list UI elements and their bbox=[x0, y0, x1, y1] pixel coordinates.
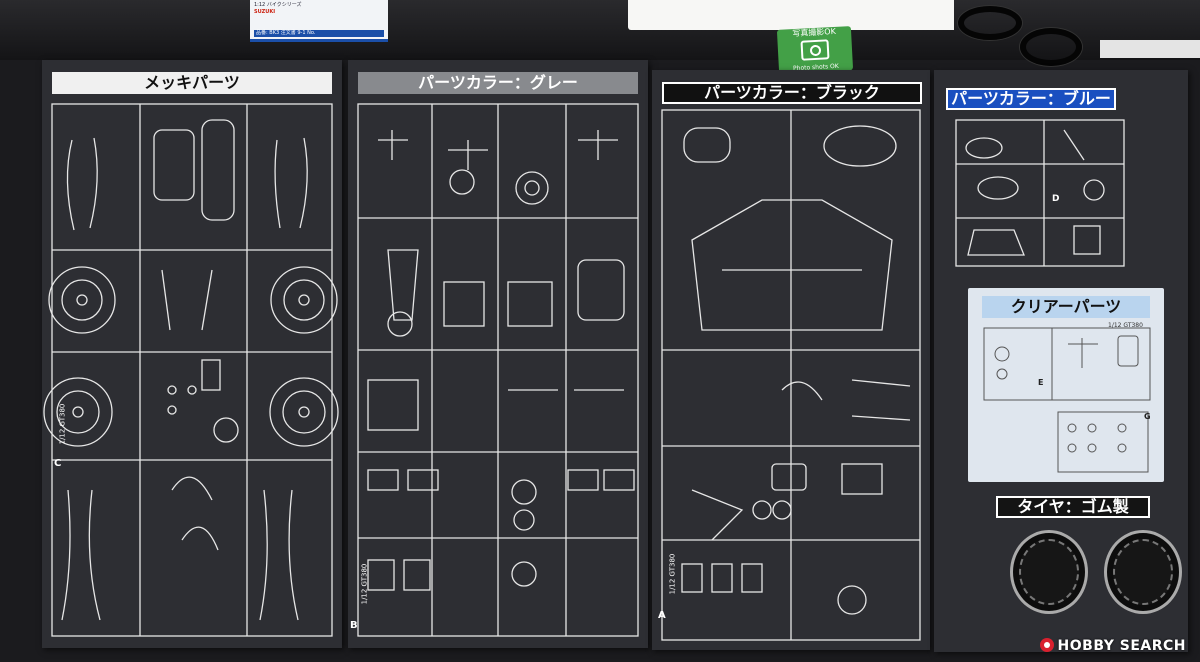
label-grey: パーツカラー：グレー bbox=[358, 72, 638, 94]
price-tag bbox=[1100, 40, 1200, 58]
label-black: パーツカラー：ブラック bbox=[662, 82, 922, 104]
card-series-text: 1:12 バイクシリーズ bbox=[254, 2, 302, 8]
sprue-drawing-plated bbox=[43, 103, 339, 637]
board-grey: パーツカラー：グレー bbox=[348, 60, 648, 648]
hobby-search-logo-icon bbox=[1039, 638, 1054, 652]
sprue-drawing-grey bbox=[357, 103, 639, 637]
sprue-letter-plated: C bbox=[54, 458, 62, 469]
rubber-ring bbox=[958, 6, 1022, 40]
sprue-code-black: 1/12 GT380 bbox=[668, 553, 677, 595]
label-clear: クリアーパーツ bbox=[982, 296, 1150, 318]
hobby-search-watermark: HOBBY SEARCH bbox=[1039, 638, 1186, 654]
product-info-card: 1:12 バイクシリーズ SUZUKI 品番: BK3 注文書 9-1 No. bbox=[250, 0, 388, 42]
sprue-code-clear: 1/12 GT380 bbox=[1108, 322, 1143, 329]
board-black: パーツカラー：ブラック bbox=[652, 70, 930, 650]
card-brand: SUZUKI bbox=[254, 9, 276, 15]
watermark-text: HOBBY SEARCH bbox=[1057, 638, 1186, 654]
tire-left bbox=[1010, 530, 1088, 614]
sprue-letter-grey: B bbox=[350, 620, 358, 631]
sprue-drawing-clear bbox=[983, 327, 1151, 473]
label-tire: タイヤ：ゴム製 bbox=[996, 496, 1150, 518]
sprue-code-grey: 1/12 GT380 bbox=[360, 563, 369, 605]
photo-ok-sign: 写真撮影OK Photo shots OK bbox=[776, 26, 854, 74]
tire-right bbox=[1104, 530, 1182, 614]
card-line-info: 品番: BK3 注文書 9-1 No. bbox=[254, 30, 384, 37]
label-plated: メッキパーツ bbox=[52, 72, 332, 94]
rubber-ring bbox=[1020, 28, 1082, 66]
label-blue: パーツカラー：ブルー bbox=[946, 88, 1116, 110]
board-plated: メッキパーツ bbox=[42, 60, 342, 648]
sprue-code-plated: 1/12 GT380 bbox=[58, 403, 67, 445]
sprue-letter-clear-g: G bbox=[1144, 412, 1151, 421]
clear-parts-panel: クリアーパーツ E G 1/12 GT380 bbox=[968, 288, 1164, 482]
board-blue-clear-tire: パーツカラー：ブルー D クリアーパーツ bbox=[934, 70, 1188, 652]
camera-icon bbox=[800, 39, 830, 61]
sprue-letter-clear-e: E bbox=[1038, 378, 1044, 387]
sprue-drawing-blue bbox=[955, 119, 1125, 267]
white-box bbox=[628, 0, 954, 30]
sprue-drawing-black bbox=[661, 109, 921, 641]
sprue-letter-black: A bbox=[658, 610, 666, 621]
sprue-letter-blue: D bbox=[1052, 194, 1060, 204]
